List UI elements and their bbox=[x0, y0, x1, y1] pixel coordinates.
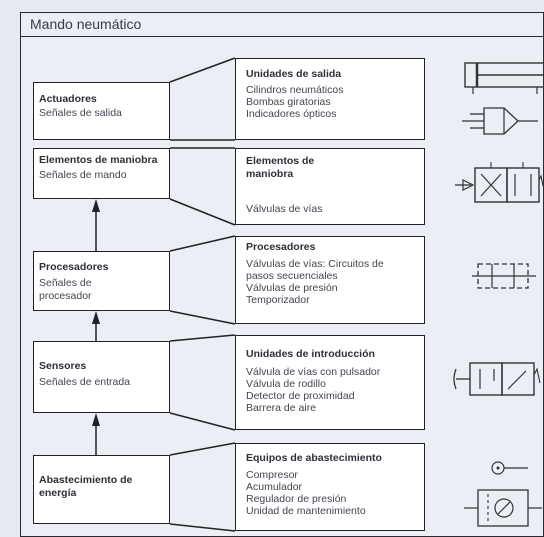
left-box-abastecimiento: Abastecimiento de energía bbox=[33, 455, 170, 524]
left-box-sensores: Sensores Señales de entrada bbox=[33, 341, 170, 413]
list-item: Regulador de presión bbox=[246, 493, 347, 505]
left-box-subtitle: Señales de salida bbox=[39, 107, 122, 119]
list-item: Válvulas de presión bbox=[246, 282, 338, 294]
list-item: Temporizador bbox=[246, 294, 310, 306]
list-item: Acumulador bbox=[246, 481, 303, 493]
connector-bottom-3 bbox=[169, 310, 236, 325]
right-box-unidades-introduccion: Unidades de introducción Válvula de vías… bbox=[235, 335, 425, 430]
list-item: Unidad de mantenimiento bbox=[246, 505, 366, 517]
right-box-title: Unidades de salida bbox=[246, 68, 342, 80]
left-box-title: Elementos de maniobra bbox=[39, 154, 158, 166]
left-box-subtitle: Señales de mando bbox=[39, 169, 127, 181]
list-item: Compresor bbox=[246, 469, 298, 481]
list-item: Válvula de vías con pulsador bbox=[246, 366, 381, 378]
connector-top-4 bbox=[169, 334, 236, 342]
connector-bottom-2 bbox=[169, 198, 236, 226]
list-item: Válvula de rodillo bbox=[246, 378, 326, 390]
list-item: Válvulas de vías bbox=[246, 203, 323, 215]
right-box-equipos-abastecimiento: Equipos de abastecimiento Compresor Acum… bbox=[235, 443, 425, 531]
list-item: Detector de proximidad bbox=[246, 390, 355, 402]
left-box-actuadores: Actuadores Señales de salida bbox=[33, 82, 170, 140]
list-item: Cilindros neumáticos bbox=[246, 84, 344, 96]
connector-top-1 bbox=[169, 57, 236, 83]
left-box-title: Sensores bbox=[39, 360, 87, 372]
list-item: Válvulas de vías: Circuitos de bbox=[246, 258, 384, 270]
right-box-elementos-maniobra: Elementos de maniobra Válvulas de vías bbox=[235, 148, 425, 225]
processor-valve-icon bbox=[472, 263, 536, 289]
page-title: Mando neumático bbox=[30, 16, 142, 32]
connector-top-5 bbox=[169, 442, 236, 456]
list-item: Barrera de aire bbox=[246, 402, 317, 414]
right-box-title: Unidades de introducción bbox=[246, 348, 375, 360]
regulator-icon bbox=[464, 489, 542, 527]
connector-top-3 bbox=[169, 235, 236, 252]
list-item: pasos secuenciales bbox=[246, 270, 338, 282]
list-item: Indicadores ópticos bbox=[246, 108, 337, 120]
flow-arrows bbox=[92, 199, 100, 455]
connector-bottom-4 bbox=[169, 412, 236, 431]
left-box-subtitle: Señales de procesador bbox=[39, 277, 92, 302]
pump-icon bbox=[462, 107, 538, 135]
left-box-title: Procesadores bbox=[39, 261, 109, 273]
left-box-procesadores: Procesadores Señales de procesador bbox=[33, 251, 170, 311]
right-box-unidades-salida: Unidades de salida Cilindros neumáticos … bbox=[235, 58, 425, 140]
right-box-procesadores: Procesadores Válvulas de vías: Circuitos… bbox=[235, 236, 425, 324]
title-bar: Mando neumático bbox=[20, 12, 544, 37]
right-box-title: Procesadores bbox=[246, 241, 316, 253]
connector-bottom-5 bbox=[169, 523, 236, 532]
left-box-elementos-maniobra: Elementos de maniobra Señales de mando bbox=[33, 148, 170, 199]
left-box-subtitle: Señales de entrada bbox=[39, 376, 131, 388]
list-item: Bombas giratorias bbox=[246, 96, 331, 108]
right-box-title: Elementos de maniobra bbox=[246, 155, 315, 180]
directional-valve-icon bbox=[455, 162, 544, 203]
left-box-title: Abastecimiento de energía bbox=[39, 474, 133, 499]
push-button-valve-icon bbox=[453, 362, 541, 396]
left-box-title: Actuadores bbox=[39, 93, 97, 105]
right-box-title: Equipos de abastecimiento bbox=[246, 452, 382, 464]
cylinder-icon bbox=[464, 62, 544, 94]
compressor-icon bbox=[491, 461, 528, 475]
